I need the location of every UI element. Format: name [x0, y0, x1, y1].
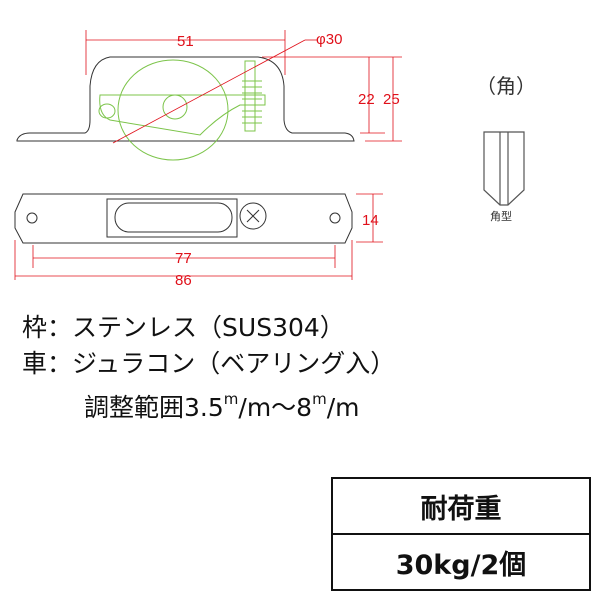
load-table-value: 30kg/2個 [395, 549, 527, 581]
dim-phi30: φ30 [316, 31, 342, 48]
dim-86: 86 [175, 272, 192, 289]
adjust-text: 調整範囲3.5 [84, 393, 224, 422]
dim-22: 22 [358, 91, 375, 108]
dim-77: 77 [175, 250, 192, 267]
dimension-lines [14, 30, 402, 280]
spec-value: ジュラコン（ベアリング入） [72, 349, 396, 378]
unit-sup: m [312, 390, 327, 408]
spec-label: 車 [22, 349, 48, 378]
side-view [16, 56, 355, 142]
adjust-screw [244, 60, 256, 132]
separator: ： [47, 313, 73, 342]
adjust-text: /m [326, 393, 360, 422]
spec-label: 枠 [22, 313, 48, 342]
separator: ： [47, 349, 73, 378]
spec-frame: 枠：ステンレス（SUS304） [22, 308, 345, 344]
unit-sup: m [223, 390, 239, 408]
load-table: 耐荷重 30kg/2個 [331, 477, 591, 591]
spec-wheel: 車：ジュラコン（ベアリング入） [22, 344, 395, 380]
screw-head-icon [239, 202, 267, 230]
dim-14: 14 [362, 212, 379, 229]
wheel [117, 59, 229, 161]
wheel-assembly [98, 59, 266, 161]
adjust-text: /m～8 [238, 393, 313, 422]
profile-label: 角型 [490, 210, 512, 223]
top-view [14, 193, 353, 244]
dim-25: 25 [383, 91, 400, 108]
dim-51: 51 [177, 33, 194, 50]
spec-adjust-range: 調整範囲3.5m/m～8m/m [84, 388, 359, 424]
profile-title: （角） [476, 74, 536, 98]
spec-value: ステンレス（SUS304） [72, 313, 345, 342]
kaku-profile-icon [483, 131, 525, 206]
load-table-header: 耐荷重 [333, 479, 589, 535]
